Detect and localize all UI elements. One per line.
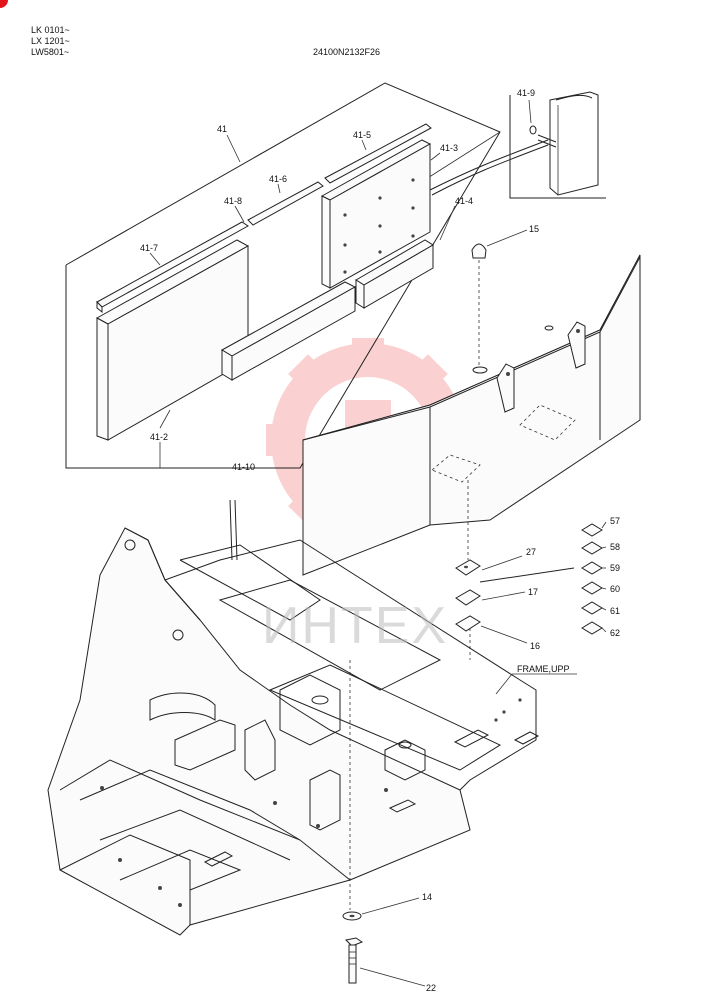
callout-60: 60: [610, 584, 621, 594]
shim-17: [455, 589, 481, 606]
callout-frame-upp: FRAME,UPP: [517, 664, 570, 674]
washer-14: [342, 911, 362, 921]
model-code-2: LX 1201~: [31, 36, 70, 46]
callout-62: 62: [610, 628, 621, 638]
callout-41-10: 41-10: [232, 462, 256, 472]
knob-15: [471, 243, 488, 374]
callout-14: 14: [422, 892, 433, 902]
strip-41-8: [247, 181, 324, 226]
shim-27: [455, 559, 481, 576]
model-code-3: LW5801~: [31, 47, 70, 57]
callout-41-8: 41-8: [224, 196, 243, 206]
callout-57: 57: [610, 516, 621, 526]
drawing-number: 24100N2132F26: [313, 47, 381, 57]
callout-41-4: 41-4: [455, 196, 474, 206]
bolt-22: [344, 937, 364, 984]
callout-58: 58: [610, 542, 621, 552]
callout-41: 41: [217, 124, 228, 134]
shim-rod: [479, 567, 575, 583]
strip-41-7: [96, 221, 249, 314]
plate-41-3: [320, 139, 432, 289]
upper-frame: [47, 499, 540, 936]
shim-16: [455, 615, 481, 632]
callout-41-9: 41-9: [517, 88, 536, 98]
strip-41-5: [324, 123, 432, 184]
corner-marker: [0, 0, 8, 8]
callout-41-2: 41-2: [150, 432, 169, 442]
callout-59: 59: [610, 563, 621, 573]
callout-15: 15: [529, 224, 540, 234]
callout-17: 17: [528, 587, 539, 597]
callout-61: 61: [610, 606, 621, 616]
callout-22: 22: [426, 983, 437, 993]
model-code-1: LK 0101~: [31, 25, 70, 35]
callout-16: 16: [530, 641, 541, 651]
block-41-6: [220, 281, 357, 381]
watermark-text: ИНТЕХ: [262, 597, 449, 655]
callout-41-7: 41-7: [140, 243, 159, 253]
callout-41-6: 41-6: [269, 174, 288, 184]
callout-27: 27: [526, 547, 537, 557]
pad-41-2: [95, 239, 250, 441]
callout-41-5: 41-5: [353, 130, 372, 140]
leader-lines: [149, 99, 607, 987]
callout-41-3: 41-3: [440, 143, 459, 153]
shim-stack: [581, 523, 603, 635]
detail-41-9: [509, 91, 606, 199]
counterweight-41-10: [302, 254, 641, 576]
block-41-4: [355, 239, 434, 309]
cable: [429, 139, 549, 191]
